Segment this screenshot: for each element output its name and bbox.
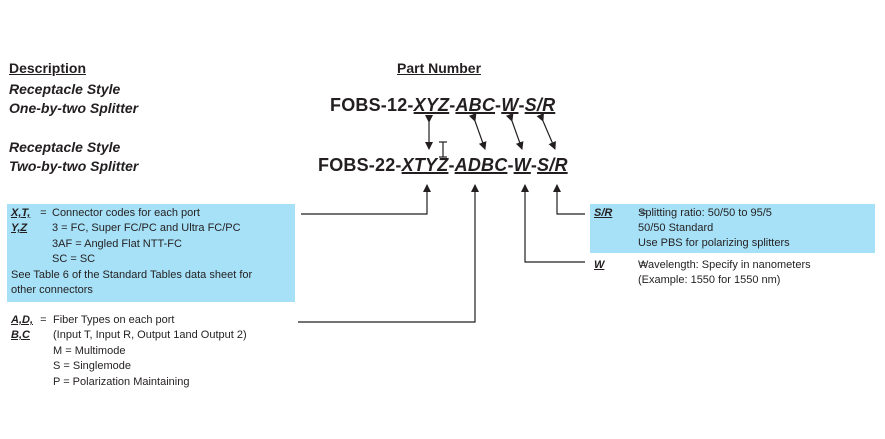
connector-note: other connectors bbox=[11, 284, 93, 296]
split-line: Splitting ratio: 50/50 to 95/5 bbox=[638, 207, 772, 219]
fiber-line: (Input T, Input R, Output 1and Output 2) bbox=[53, 329, 247, 341]
equals-sign: = bbox=[40, 207, 47, 219]
part-prefix: FOBS-22- bbox=[318, 155, 402, 175]
code-sr: S/R bbox=[537, 155, 568, 175]
style-label-1x2: Receptacle Style One-by-two Splitter bbox=[9, 80, 138, 118]
split-line: Use PBS for polarizing splitters bbox=[638, 237, 790, 249]
leader-wavelength bbox=[521, 184, 585, 263]
dash: - bbox=[495, 95, 502, 115]
code-abc: ABC bbox=[455, 95, 496, 115]
part-prefix: FOBS-12- bbox=[330, 95, 414, 115]
split-line: 50/50 Standard bbox=[638, 222, 714, 234]
split-key-row: S/R = bbox=[594, 206, 646, 222]
part-number-header: Part Number bbox=[397, 60, 482, 76]
connector-key-xt: X,T, bbox=[11, 207, 31, 219]
dash: - bbox=[448, 155, 455, 175]
code-w: W bbox=[513, 155, 531, 175]
code-xtyz: XTYZ bbox=[401, 155, 449, 175]
equals-sign: = bbox=[640, 259, 647, 271]
fiber-key-bc: B,C bbox=[11, 329, 30, 341]
equals-sign: = bbox=[40, 314, 47, 326]
fiber-line: P = Polarization Maintaining bbox=[53, 376, 190, 388]
style-line: Two-by-two Splitter bbox=[9, 158, 139, 174]
dash: - bbox=[449, 95, 456, 115]
leader-split bbox=[553, 184, 585, 215]
wave-key-w: W bbox=[594, 259, 605, 271]
equals-sign: = bbox=[640, 207, 647, 219]
style-line: Receptacle Style bbox=[9, 81, 121, 97]
fiber-line: M = Multimode bbox=[53, 345, 126, 357]
connector-note: See Table 6 of the Standard Tables data … bbox=[11, 269, 253, 281]
double-arrow-sr bbox=[536, 112, 556, 150]
splitting-ratio-box: S/R = Splitting ratio: 50/50 to 95/5 50/5… bbox=[590, 204, 875, 253]
connector-codes-box: X,T, = Y,Z Connector codes for each port… bbox=[7, 204, 295, 302]
dash: - bbox=[507, 155, 514, 175]
fiber-key-row-2: B,C bbox=[11, 328, 37, 344]
connector-line: SC = SC bbox=[52, 253, 96, 265]
leader-connector bbox=[301, 184, 431, 215]
connector-line: Connector codes for each port bbox=[52, 207, 200, 219]
part-number-2x2: FOBS-22-XTYZ-ADBC-W-S/R bbox=[318, 155, 568, 176]
code-adbc: ADBC bbox=[454, 155, 508, 175]
connector-line: 3AF = Angled Flat NTT-FC bbox=[52, 238, 182, 250]
fiber-key-row-1: A,D, = bbox=[11, 313, 47, 329]
wave-key-row: W= bbox=[594, 258, 646, 274]
code-xyz: XYZ bbox=[413, 95, 450, 115]
part-number-1x2: FOBS-12-XYZ-ABC-W-S/R bbox=[330, 95, 555, 116]
wave-line: (Example: 1550 for 1550 nm) bbox=[638, 274, 781, 286]
style-line: Receptacle Style bbox=[9, 139, 121, 155]
wave-line: Wavelength: Specify in nanometers bbox=[638, 259, 811, 271]
leader-fiber bbox=[298, 184, 479, 323]
connector-key-row-1: X,T, = bbox=[11, 206, 47, 222]
fiber-line: S = Singlemode bbox=[53, 360, 131, 372]
code-w: W bbox=[501, 95, 519, 115]
style-label-2x2: Receptacle Style Two-by-two Splitter bbox=[9, 138, 138, 176]
double-arrow-abc bbox=[468, 113, 487, 150]
dash: - bbox=[518, 95, 525, 115]
fiber-types-block: A,D, = B,C Fiber Types on each port (Inp… bbox=[11, 313, 311, 393]
code-sr: S/R bbox=[524, 95, 556, 115]
dash: - bbox=[530, 155, 538, 175]
double-arrow-w bbox=[505, 113, 524, 150]
connector-key-yz: Y,Z bbox=[11, 222, 28, 234]
fiber-key-ad: A,D, bbox=[11, 314, 33, 326]
style-line: One-by-two Splitter bbox=[9, 100, 139, 116]
wavelength-block: W= Wavelength: Specify in nanometers (Ex… bbox=[594, 258, 854, 292]
description-header: Description bbox=[9, 60, 87, 76]
fiber-line: Fiber Types on each port bbox=[53, 314, 175, 326]
split-key-sr: S/R bbox=[594, 207, 613, 219]
connector-key-row-2: Y,Z bbox=[11, 221, 37, 237]
connector-line: 3 = FC, Super FC/PC and Ultra FC/PC bbox=[52, 222, 241, 234]
